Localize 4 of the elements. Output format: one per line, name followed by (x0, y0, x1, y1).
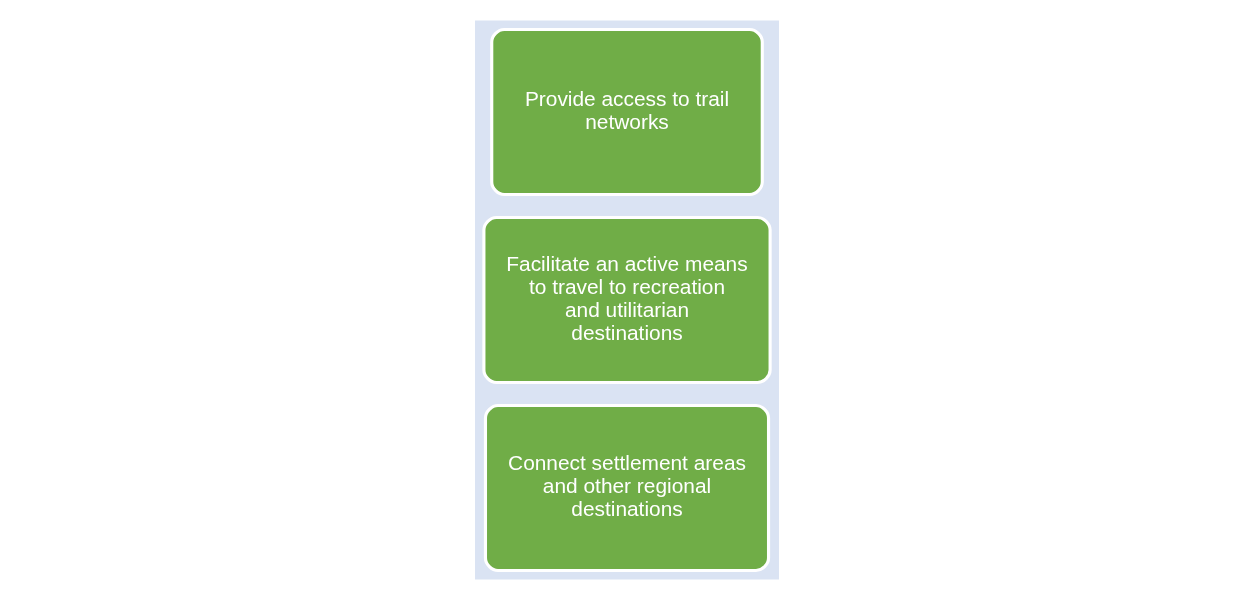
node-box: Connect settlement areas and other regional destinations (483, 403, 771, 573)
cluster (475, 20, 779, 580)
node-box: Provide access to trail networks (490, 27, 764, 197)
node-box: Facilitate an active means to travel to recreation and utilitarian destinations (482, 215, 772, 385)
